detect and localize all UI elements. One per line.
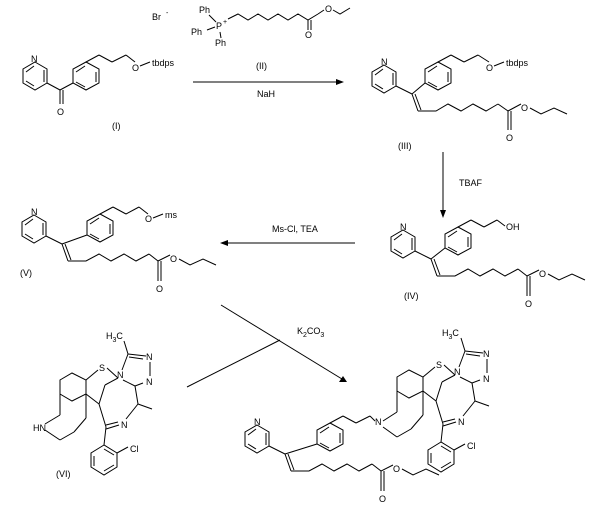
diazepine-n-VI: N <box>121 420 128 430</box>
hydroxyl-IV: OH <box>506 222 520 232</box>
arrow-IV-to-V: Ms-Cl, TEA <box>220 224 355 246</box>
diazepine-n-product: N <box>458 417 465 427</box>
tbdps-III: tbdps <box>506 58 529 68</box>
ketone-o-I: O <box>57 107 64 117</box>
pyridine-n-product: N <box>254 417 261 427</box>
chloro-cl-VI: Cl <box>130 444 139 454</box>
carbonyl-o-III: O <box>506 133 513 143</box>
ester-o-III: O <box>521 103 528 113</box>
label-III: (III) <box>398 141 412 151</box>
thiophene-s-VI: S <box>99 363 105 373</box>
compound-III: N O tbdps O O (III) <box>371 54 568 151</box>
ph-label-1: Ph <box>199 5 210 15</box>
reagent-nah: NaH <box>257 89 275 99</box>
phosphorus-charge: + <box>223 19 227 26</box>
reagent-tbaf: TBAF <box>459 178 483 188</box>
bromide-charge: - <box>166 10 169 17</box>
pyridine-n-V: N <box>31 207 38 217</box>
pyridine-n-III: N <box>381 57 388 67</box>
methyl-h3c-2: H3C <box>442 328 459 341</box>
compound-IV: N OH O O (IV) <box>390 219 586 309</box>
arrow-I-to-III: (II) NaH <box>193 61 344 99</box>
pyridine-n-I: N <box>31 54 38 64</box>
triazole-n3-product: N <box>483 374 490 384</box>
bromide-label: Br <box>152 12 161 22</box>
label-VI: (VI) <box>56 469 71 479</box>
ph-label-2: Ph <box>191 27 202 37</box>
ester-o-IV: O <box>539 269 546 279</box>
carbonyl-o-product: O <box>379 494 386 504</box>
triazole-n1-VI: N <box>117 370 124 380</box>
phosphorus-label: P <box>216 21 222 31</box>
arrow-III-to-IV: TBAF <box>440 152 483 218</box>
phosphonium-reagent: Br - Ph Ph Ph P + O O <box>152 4 351 48</box>
carbonyl-o-V: O <box>156 284 163 294</box>
carbonyl-o-IV: O <box>525 299 532 309</box>
triazole-n2-product: N <box>483 349 490 359</box>
ether-o-V: O <box>145 214 152 224</box>
compound-I: N O O tbdps (I) <box>22 54 175 131</box>
ether-o-I: O <box>132 63 139 73</box>
ester-o-II: O <box>325 4 332 14</box>
reagent-mscl-tea: Ms-Cl, TEA <box>272 224 318 234</box>
ether-o-III: O <box>486 63 493 73</box>
carbonyl-o-II: O <box>305 30 312 40</box>
ester-o-product: O <box>393 464 400 474</box>
triazole-n1-product: N <box>454 367 461 377</box>
thiophene-s-product: S <box>436 360 442 370</box>
triazole-n2-VI: N <box>146 352 153 362</box>
ph-label-3: Ph <box>215 38 226 48</box>
label-I: (I) <box>112 121 121 131</box>
reagent-k2co3: K2CO3 <box>297 326 324 339</box>
tbdps-I: tbdps <box>152 58 175 68</box>
compound-V: N O ms O O (V) <box>20 206 217 294</box>
piperidine-n-product: N <box>375 417 382 427</box>
final-product: N O O N S N <box>244 328 490 504</box>
methyl-h3c-1: H3C <box>106 331 123 344</box>
ester-o-V: O <box>170 254 177 264</box>
arrow-V-VI-to-product: K2CO3 <box>186 304 347 388</box>
label-IV: (IV) <box>404 291 419 301</box>
chloro-cl-product: Cl <box>467 441 476 451</box>
label-V: (V) <box>20 268 32 278</box>
ms-V: ms <box>165 210 177 220</box>
amine-hn-VI: HN <box>33 423 46 433</box>
reagent-label-II: (II) <box>256 61 267 71</box>
compound-VI: HN S N N N H3C N Cl <box>33 331 153 479</box>
pyridine-n-IV: N <box>400 222 407 232</box>
triazole-n3-VI: N <box>146 377 153 387</box>
